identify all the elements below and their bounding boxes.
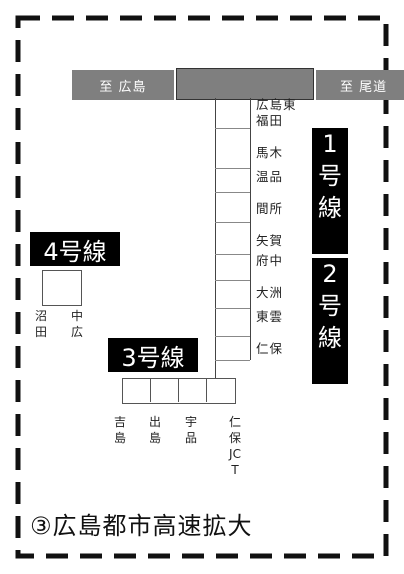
line-2-suffix: 号線 xyxy=(318,292,342,352)
line-1-number: 1 xyxy=(322,130,338,158)
station-nukushina: 温品 xyxy=(256,169,284,184)
line-3-divider xyxy=(206,378,207,402)
station-umaki: 馬木 xyxy=(256,145,284,160)
to-hiroshima-label: 至 広島 xyxy=(72,70,174,100)
station-fuchu: 府中 xyxy=(256,253,284,268)
map-caption: ③広島都市高速拡大 xyxy=(30,512,253,540)
station-hiroshima-higashi: 広島東 xyxy=(256,97,297,112)
tick xyxy=(215,222,250,223)
line-3-row-box xyxy=(122,378,236,404)
station-nuta: 沼田 xyxy=(34,309,47,339)
station-fukuda: 福田 xyxy=(256,113,284,128)
station-ujina-deshima: 出島 xyxy=(148,415,161,445)
station-nakahiro: 中広 xyxy=(70,309,83,339)
main-right-line xyxy=(250,98,251,360)
station-madokoro: 間所 xyxy=(256,201,284,216)
line-3-label: 3号線 xyxy=(108,338,198,372)
tick xyxy=(215,308,250,309)
station-ujina: 宇品 xyxy=(184,415,197,445)
line-4-junction-box xyxy=(42,270,82,306)
line-3-divider xyxy=(150,378,151,402)
tick xyxy=(215,336,250,337)
station-yaga: 矢賀 xyxy=(256,233,284,248)
tick xyxy=(215,254,250,255)
tick xyxy=(215,168,250,169)
center-junction-box xyxy=(176,68,314,100)
to-onomichi-label: 至 尾道 xyxy=(316,70,404,100)
station-yoshijima: 吉島 xyxy=(113,415,126,445)
line-1-label: 1 号線 xyxy=(312,128,348,254)
station-ozu: 大洲 xyxy=(256,285,284,300)
tick xyxy=(215,128,250,129)
line-3-divider xyxy=(178,378,179,402)
station-shinonome: 東雲 xyxy=(256,309,284,324)
station-niho-jct: 仁保JCT xyxy=(228,415,241,477)
line-4-label: 4号線 xyxy=(30,232,120,266)
tick xyxy=(215,192,250,193)
main-trunk-line xyxy=(215,98,216,378)
line-2-number: 2 xyxy=(322,260,338,288)
tick xyxy=(215,280,250,281)
tick xyxy=(215,360,250,361)
station-niho: 仁保 xyxy=(256,341,284,356)
line-1-suffix: 号線 xyxy=(318,162,342,222)
line-2-label: 2 号線 xyxy=(312,258,348,384)
